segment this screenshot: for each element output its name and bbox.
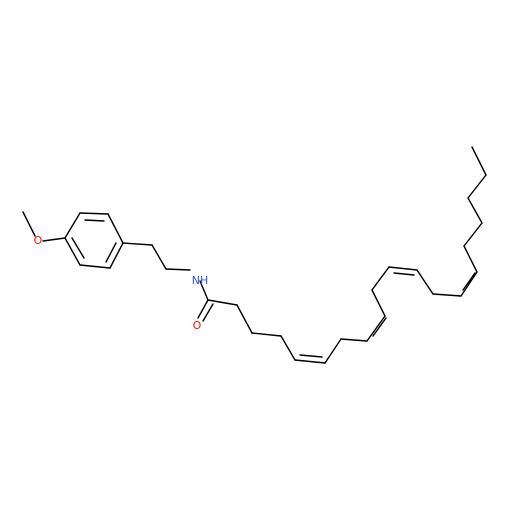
ring-inner-double-1 [84, 219, 105, 222]
bond-carbonyl-o-1 [197, 299, 209, 319]
bond-skeleton [22, 146, 487, 364]
bond-ch2-n [165, 268, 191, 271]
chain-bond-3 [251, 332, 282, 337]
atom-labels: O NH O [34, 234, 209, 332]
chain-double-4-inner [462, 272, 476, 291]
bond-carbonyl-o-2 [202, 303, 214, 322]
ring-bond-5 [79, 264, 111, 269]
chain-double-3 [388, 266, 418, 271]
chain-bond-7 [371, 289, 386, 317]
ring-bond-6 [64, 237, 81, 266]
chain-double-2-inner [372, 317, 387, 337]
atom-o-methoxy: O [34, 234, 43, 247]
ring-inner-double-3 [71, 237, 85, 259]
bond-ch2-ch2 [151, 244, 167, 270]
chain-bond-5 [324, 338, 342, 364]
chain-bond-10 [432, 293, 462, 297]
tail-bond-1 [463, 245, 478, 273]
chain-bond-9 [416, 269, 434, 295]
ring-inner-double-2 [105, 242, 117, 263]
chain-bond-4 [280, 335, 296, 361]
chain-double-4 [460, 271, 478, 297]
bond-methyl-o [22, 211, 36, 237]
ring-bond-3 [107, 213, 124, 244]
chain-bond-6 [340, 338, 368, 342]
chain-bond-8 [371, 266, 390, 291]
tail-bond-5 [471, 146, 487, 176]
ring-bond-2 [79, 212, 109, 215]
bond-ring-ch2 [122, 242, 153, 246]
ring-bond-1 [64, 212, 81, 239]
chain-double-1-inner [299, 354, 323, 358]
tail-bond-4 [467, 174, 487, 199]
chain-double-1 [294, 359, 326, 364]
chain-double-3-inner [393, 272, 415, 276]
chain-bond-2 [236, 304, 253, 334]
ring-bond-4 [109, 242, 124, 269]
chain-bond-1 [207, 299, 238, 306]
chain-double-2 [366, 315, 386, 342]
tail-bond-3 [467, 197, 483, 224]
bond-o-ring [42, 237, 66, 242]
atom-o-carbonyl: O [193, 319, 202, 332]
bond-n-carbonyl [199, 280, 209, 301]
tail-bond-2 [463, 222, 483, 247]
atom-nh-amide: NH [192, 274, 209, 287]
